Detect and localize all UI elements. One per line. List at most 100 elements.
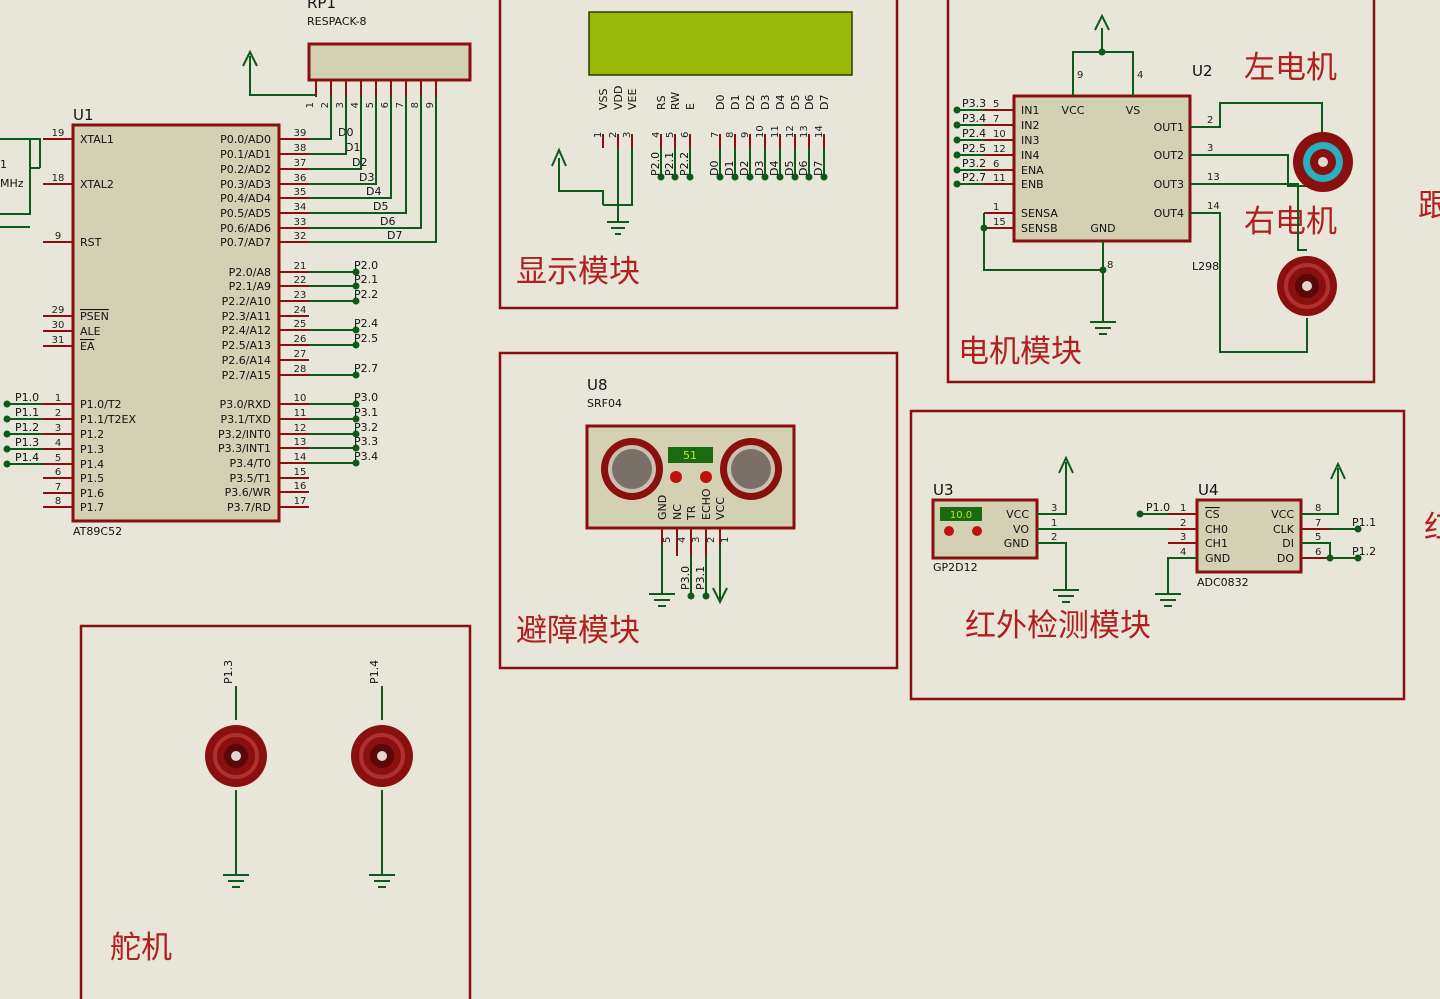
u3-pin-name: VCC (1006, 508, 1029, 521)
u1-net-dot (352, 282, 360, 290)
u2-net-label: P2.4 (962, 127, 986, 140)
left-motor[interactable] (1293, 132, 1353, 192)
u1-pin-name: P2.1/A9 (229, 280, 271, 293)
u2-pin-number: 7 (993, 114, 999, 125)
u2-net-dot (953, 106, 961, 114)
u1-right-pins: 39P0.0/AD0D038P0.1/AD1D137P0.2/AD2D236P0… (218, 126, 403, 514)
u1-net-label: P1.4 (15, 451, 39, 464)
u1-net-label: P3.2 (354, 421, 378, 434)
u1-pin-number: 12 (294, 423, 307, 434)
u2-pin-number: 14 (1207, 201, 1220, 212)
u1-pin-number: 3 (55, 423, 61, 434)
u8-part: SRF04 (587, 397, 622, 410)
lcd-pin-number: 10 (755, 125, 766, 138)
lcd-net-dot (746, 173, 754, 181)
u1-net-label: P1.0 (15, 391, 39, 404)
u1-net-label: P3.0 (354, 391, 378, 404)
u8-pin-number: 4 (677, 537, 688, 543)
u3-ref: U3 (933, 481, 954, 499)
u1-pin-number: 21 (294, 261, 307, 272)
u1-ref: U1 (73, 106, 94, 124)
u1-pin-number: 31 (52, 335, 65, 346)
u2-pin-number: 6 (993, 159, 999, 170)
lcd-pin-name: D2 (744, 95, 757, 110)
u1-net-label: P2.5 (354, 332, 378, 345)
lcd-pin-name: D7 (818, 95, 831, 110)
u2-pin-name: ENB (1021, 178, 1044, 191)
u1-net-dot (3, 415, 11, 423)
u2-net-dot (953, 166, 961, 174)
lcd-pin-number: 11 (770, 125, 781, 138)
lcd-pin-number: 1 (593, 132, 604, 138)
u8-net-label: P3.1 (694, 566, 707, 590)
u3-part: GP2D12 (933, 561, 978, 574)
u3-button-left[interactable] (944, 526, 954, 536)
lcd-net-dot (805, 173, 813, 181)
u1-net-label: D7 (387, 229, 402, 242)
u1-pin-name: P1.6 (80, 487, 104, 500)
u1-pin-name: P0.7/AD7 (220, 236, 271, 249)
u8-transducer-left (601, 438, 663, 500)
u1-pin-number: 19 (52, 128, 65, 139)
u2-pin-number: 13 (1207, 172, 1220, 183)
u8-pin-number: 1 (720, 537, 731, 543)
lcd-pins: VSS1VDD2VEE3RS4P2.0RW5P2.1E6P2.2D07D0D18… (593, 86, 831, 181)
u2-pin-number: 15 (993, 217, 1006, 228)
u8-button-left[interactable] (670, 471, 682, 483)
servo-2[interactable] (351, 686, 413, 888)
u1-net-label: P2.7 (354, 362, 378, 375)
u1-pin-number: 14 (294, 452, 307, 463)
rp1-pin-number: 6 (380, 102, 391, 108)
lcd-pin-name: D1 (729, 95, 742, 110)
u3-button-right[interactable] (972, 526, 982, 536)
lcd-pin-name: D3 (759, 95, 772, 110)
lcd-power-wires (558, 148, 633, 222)
p0-bus-wire (309, 97, 332, 140)
motor-module-frame (946, 0, 1376, 384)
u1-pin-number: 30 (52, 320, 65, 331)
u1-pin-name: P2.5/A13 (222, 339, 271, 352)
u4-pin-name: DI (1282, 537, 1294, 550)
rp1-pin-number: 1 (305, 102, 316, 108)
avoid-module-frame (498, 351, 899, 670)
u1-pin-name: ALE (80, 325, 101, 338)
u2-net-dot (953, 136, 961, 144)
u1-pin-name: P3.2/INT0 (218, 428, 271, 441)
u8-button-right[interactable] (700, 471, 712, 483)
u1-net-dot (352, 415, 360, 423)
u2-pin-number: 5 (993, 99, 999, 110)
rp1-part: RESPACK-8 (307, 15, 367, 28)
right-motor[interactable] (1277, 256, 1337, 316)
lcd-pin-number: 13 (799, 125, 810, 138)
right-motor-label: 右电机 (1244, 204, 1337, 240)
rp1-pin-number: 7 (395, 102, 406, 108)
lcd-display[interactable]: VSS1VDD2VEE3RS4P2.0RW5P2.1E6P2.2D07D0D18… (551, 11, 853, 235)
infrared-module-title: 红外检测模块 (965, 608, 1151, 644)
u1-pin-number: 17 (294, 496, 307, 507)
u2-vcc-arrow (1094, 13, 1110, 31)
u1-pin-name: P3.7/RD (227, 501, 271, 514)
u2-pin-number: 8 (1107, 260, 1113, 271)
u1-pin-number: 7 (55, 482, 61, 493)
u1-pin-name: P1.1/T2EX (80, 413, 137, 426)
u1-pin-number: 27 (294, 349, 307, 360)
u4-vcc-wire (1301, 461, 1346, 515)
u3-pin-number: 3 (1051, 503, 1057, 514)
u2-pin-name: SENSB (1021, 222, 1058, 235)
u2-pin-name: OUT4 (1154, 207, 1184, 220)
u1-pin-number: 13 (294, 437, 307, 448)
u1-pin-number: 24 (294, 305, 307, 316)
servo-1[interactable] (205, 686, 267, 888)
u4-pin-number: 1 (1180, 503, 1186, 514)
u1-pin-name: P2.4/A12 (222, 324, 271, 337)
u2-net-label: P3.3 (962, 97, 986, 110)
xtal-freq-unit: MHz (0, 177, 24, 190)
u1-pin-name: EA (80, 340, 95, 353)
